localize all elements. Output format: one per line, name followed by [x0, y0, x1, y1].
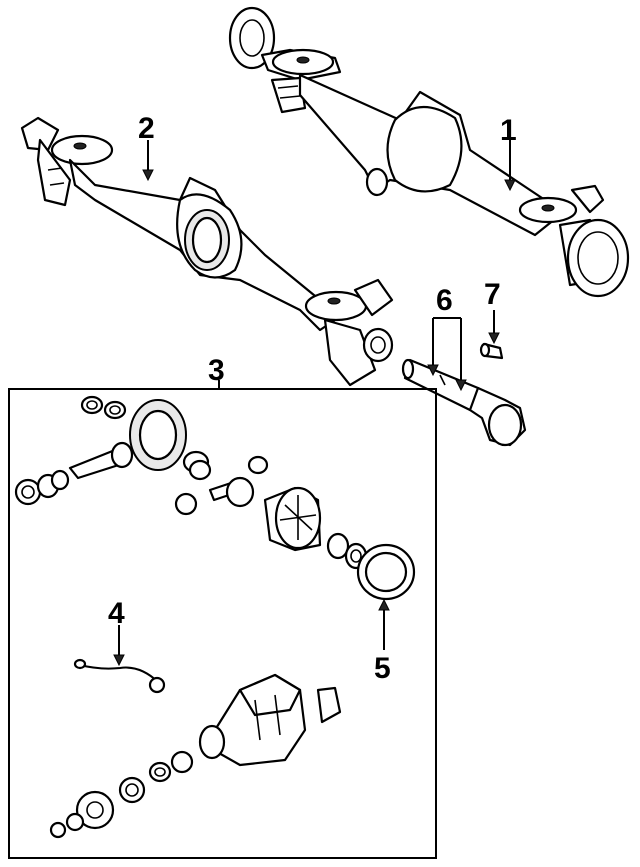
- leader-lines: [113, 140, 516, 667]
- axle-shaft-6[interactable]: [401, 358, 527, 447]
- sensor-wire-4[interactable]: [73, 658, 166, 694]
- callout-6: 6: [436, 284, 453, 317]
- callout-3: 3: [208, 354, 225, 387]
- axle-housing-1[interactable]: [228, 6, 630, 298]
- callout-4: 4: [108, 597, 125, 630]
- callout-1: 1: [500, 114, 517, 147]
- differential-kit-frame: [8, 388, 437, 859]
- callout-2: 2: [138, 112, 155, 145]
- differential-components-3[interactable]: [14, 395, 368, 839]
- callout-7: 7: [484, 278, 501, 311]
- axle-housing-2[interactable]: [20, 116, 394, 387]
- bolt-7[interactable]: [479, 342, 504, 360]
- callout-5: 5: [374, 652, 391, 685]
- gasket-5[interactable]: [356, 543, 416, 601]
